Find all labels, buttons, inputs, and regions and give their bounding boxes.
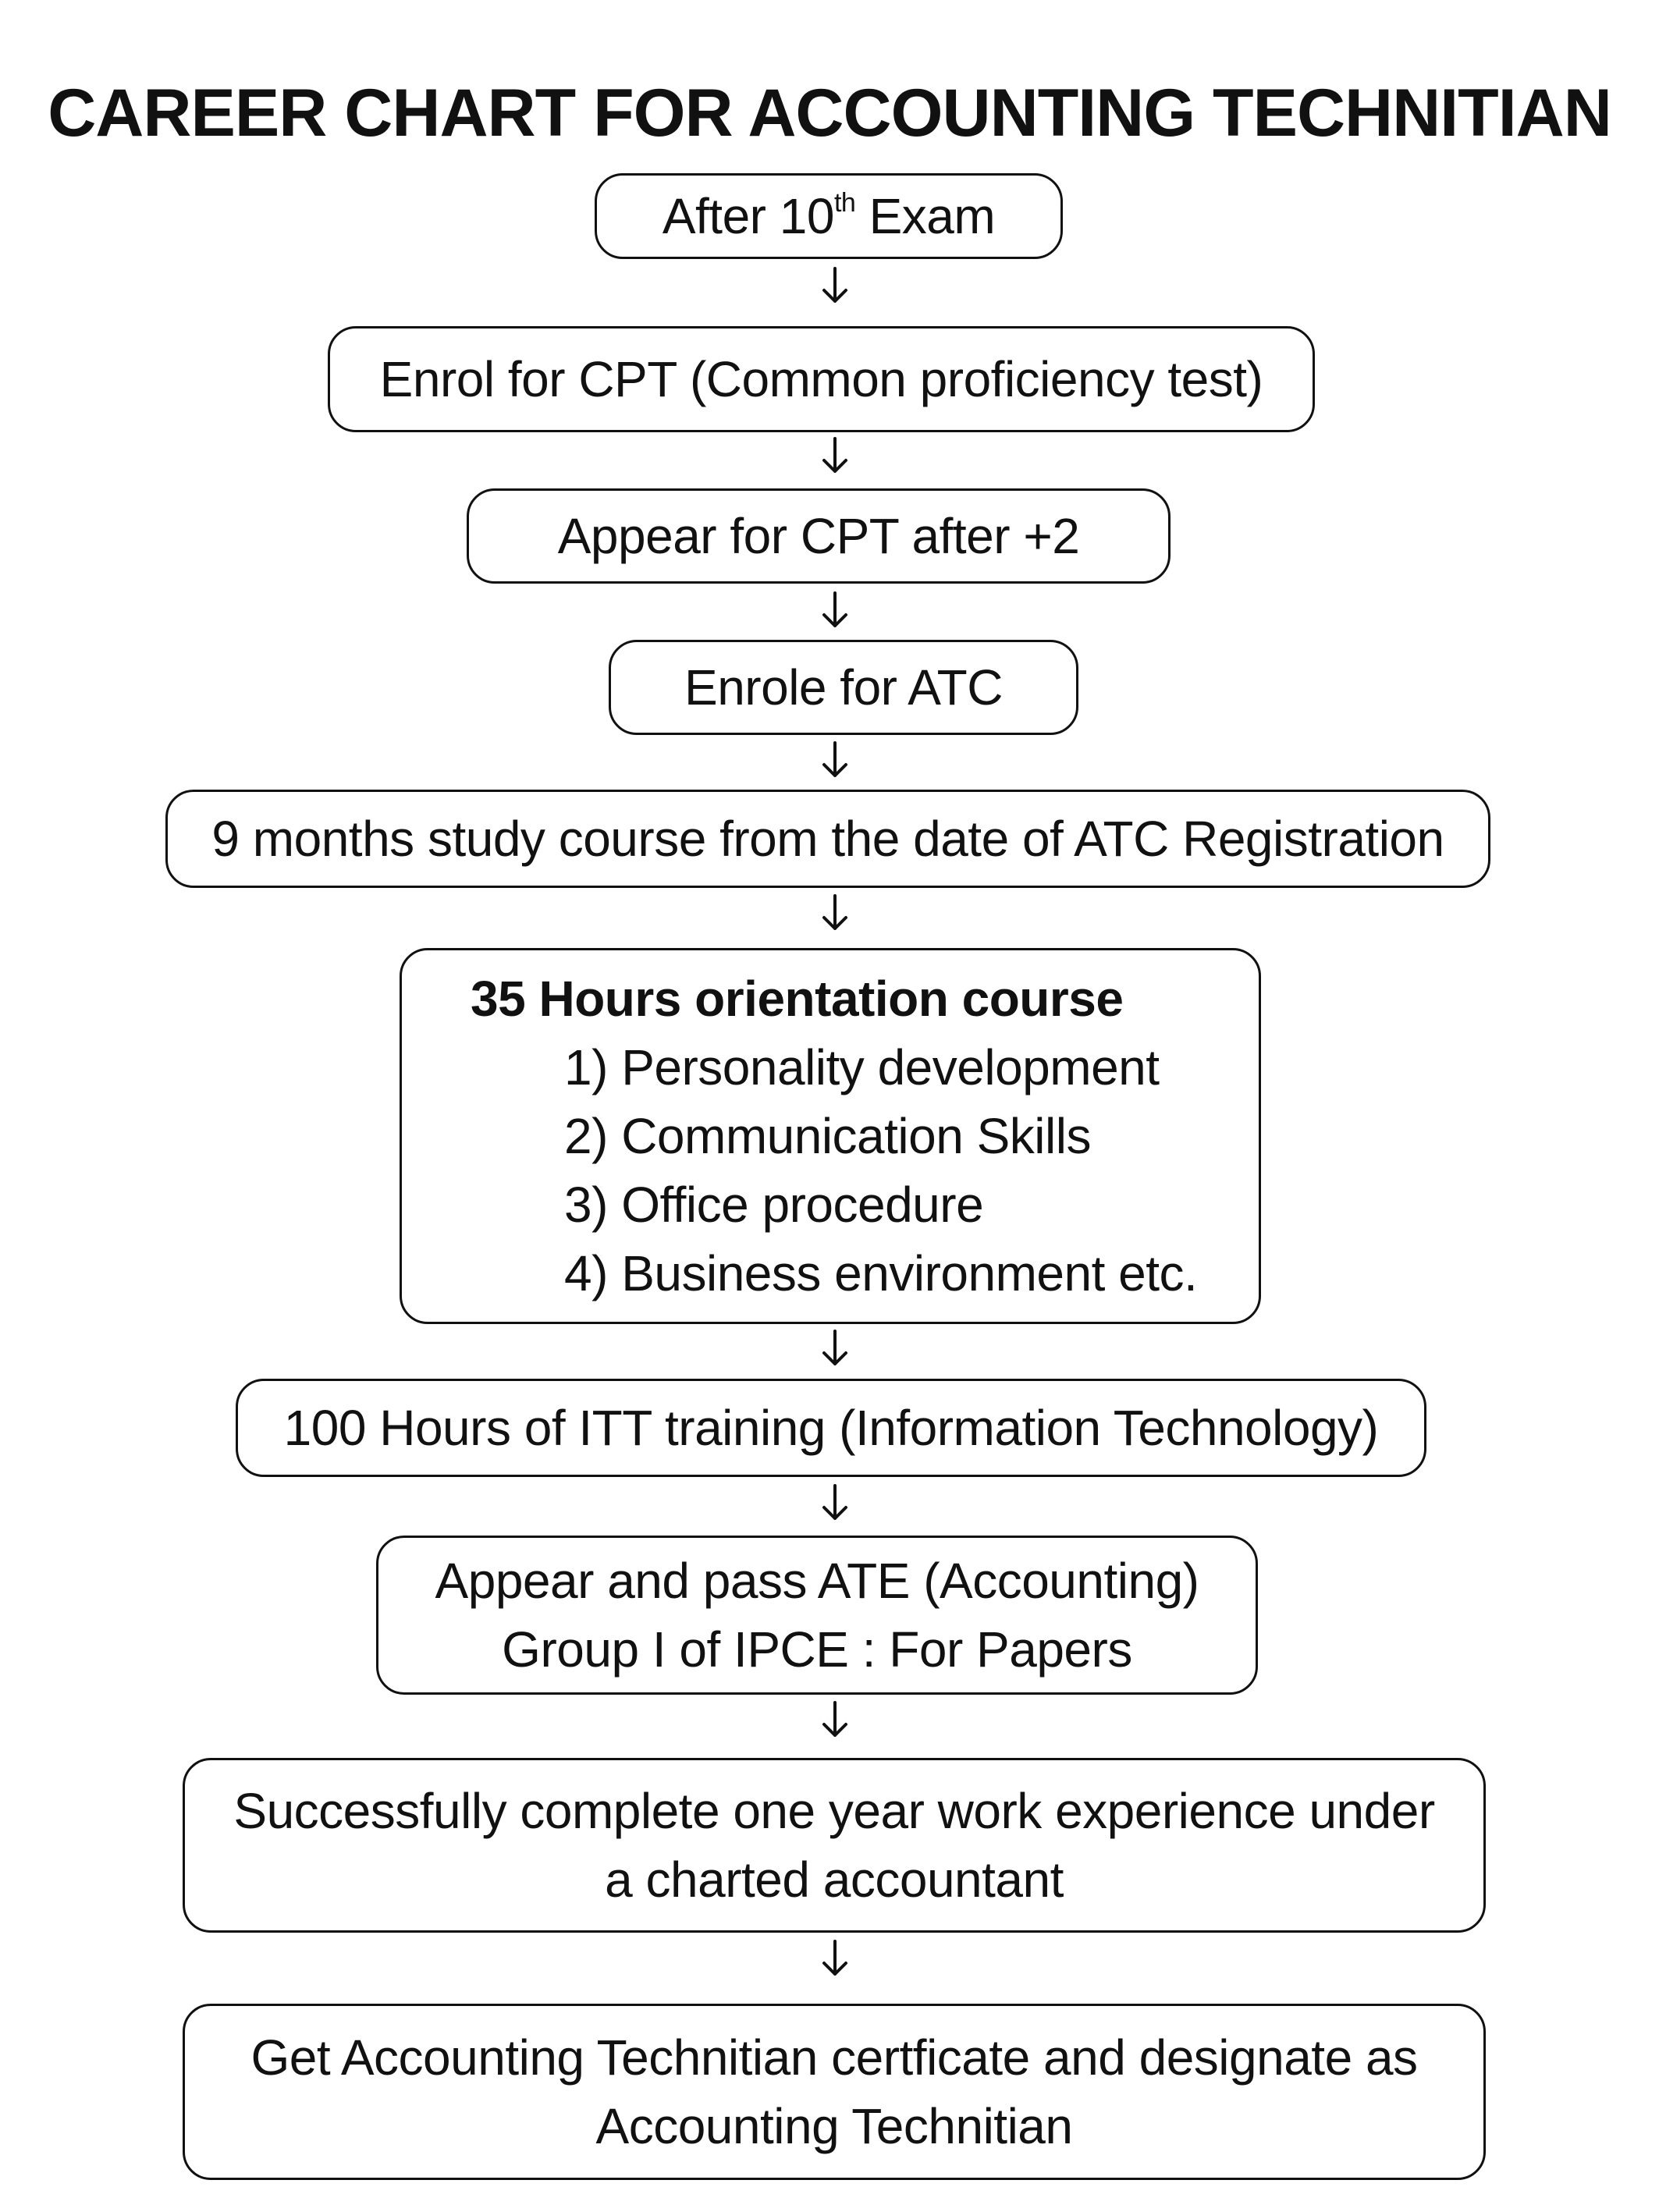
step-enrole-atc: Enrole for ATC xyxy=(609,640,1078,735)
step-work-experience-line1: Successfully complete one year work expe… xyxy=(233,1783,1435,1839)
step-appear-cpt: Appear for CPT after +2 xyxy=(467,488,1171,584)
superscript-th: th xyxy=(833,187,856,218)
step-pass-ate-line1: Appear and pass ATE (Accounting) xyxy=(435,1553,1199,1609)
down-arrow-icon xyxy=(822,1701,847,1737)
step-study-course-label: 9 months study course from the date of A… xyxy=(211,811,1444,867)
step-orientation-course: 35 Hours orientation course 1) Personali… xyxy=(400,948,1261,1324)
step-pass-ate-line2: Group I of IPCE : For Papers xyxy=(502,1621,1132,1678)
down-arrow-icon xyxy=(822,437,847,473)
down-arrow-icon xyxy=(822,591,847,627)
step-study-course: 9 months study course from the date of A… xyxy=(165,790,1490,888)
step-get-certificate-line2: Accounting Technitian xyxy=(595,2098,1073,2154)
step-work-experience: Successfully complete one year work expe… xyxy=(183,1758,1486,1933)
down-arrow-icon xyxy=(822,741,847,777)
orientation-item: 4) Business environment etc. xyxy=(564,1245,1198,1301)
step-after-10th-exam-label: After 10th Exam xyxy=(662,187,996,244)
step-enrol-cpt: Enrol for CPT (Common proficiency test) xyxy=(328,326,1315,432)
step-after-10th-exam: After 10th Exam xyxy=(595,173,1063,259)
orientation-course-heading: 35 Hours orientation course xyxy=(471,971,1124,1027)
orientation-item: 2) Communication Skills xyxy=(564,1108,1091,1164)
down-arrow-icon xyxy=(822,1330,847,1365)
step-itt-training: 100 Hours of ITT training (Information T… xyxy=(236,1379,1426,1477)
step-enrol-cpt-label: Enrol for CPT (Common proficiency test) xyxy=(379,351,1263,407)
step-get-certificate-line1: Get Accounting Technitian certficate and… xyxy=(250,2029,1418,2086)
orientation-item: 1) Personality development xyxy=(564,1039,1160,1095)
down-arrow-icon xyxy=(822,267,847,303)
step-get-certificate: Get Accounting Technitian certficate and… xyxy=(183,2004,1486,2180)
down-arrow-icon xyxy=(822,1484,847,1520)
step-itt-training-label: 100 Hours of ITT training (Information T… xyxy=(283,1400,1379,1456)
step-pass-ate: Appear and pass ATE (Accounting) Group I… xyxy=(376,1536,1258,1695)
orientation-item: 3) Office procedure xyxy=(564,1177,984,1233)
chart-title: CAREER CHART FOR ACCOUNTING TECHNITIAN xyxy=(48,76,1612,151)
down-arrow-icon xyxy=(822,1940,847,1976)
step-appear-cpt-label: Appear for CPT after +2 xyxy=(557,508,1080,564)
down-arrow-icon xyxy=(822,894,847,930)
step-work-experience-line2: a charted accountant xyxy=(605,1852,1064,1908)
step-enrole-atc-label: Enrole for ATC xyxy=(684,659,1003,715)
